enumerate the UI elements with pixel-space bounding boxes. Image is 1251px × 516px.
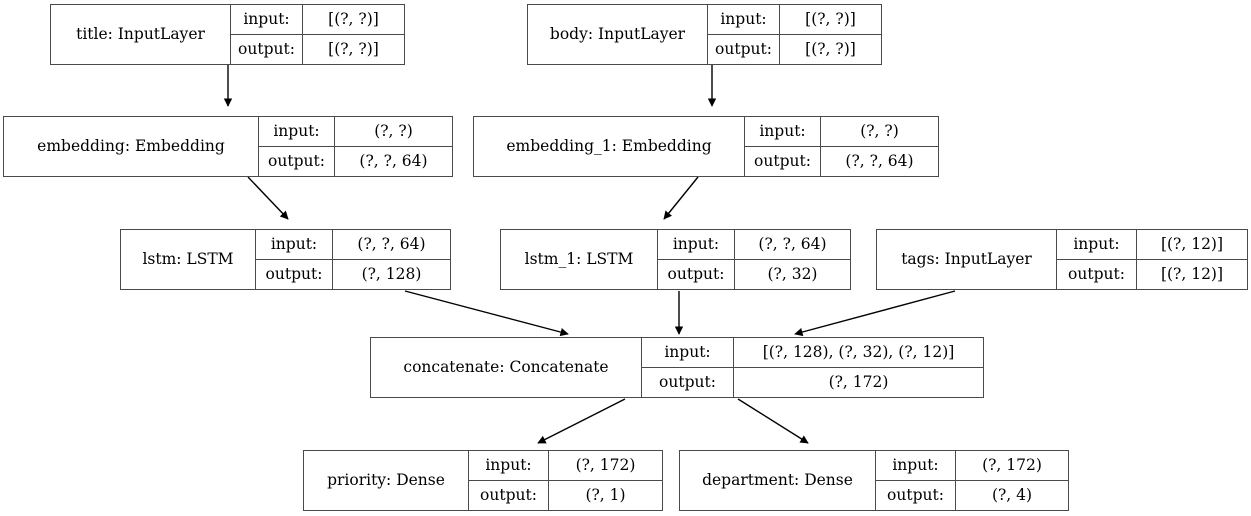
- output-label: output:: [259, 146, 335, 176]
- edge-lstm-to-concatenate: [404, 290, 569, 337]
- node-body[interactable]: body: InputLayer input: [(?, ?)] output:…: [527, 4, 882, 65]
- output-label: output:: [469, 480, 549, 510]
- input-label: input:: [745, 117, 821, 146]
- node-lstm-input-row: input: (?, ?, 64): [256, 230, 450, 260]
- node-lstm-output-row: output: (?, 128): [256, 259, 450, 289]
- input-label: input:: [1057, 230, 1137, 259]
- node-embedding-1-label: embedding_1: Embedding: [474, 117, 745, 176]
- edge-concatenate-to-department: [737, 398, 809, 444]
- node-lstm-input-shape: (?, ?, 64): [357, 234, 426, 253]
- node-priority[interactable]: priority: Dense input: (?, 172) output: …: [303, 450, 663, 511]
- output-label: output:: [876, 480, 956, 510]
- node-title-input-row: input: [(?, ?)]: [231, 5, 404, 35]
- node-department-input-row: input: (?, 172): [876, 451, 1068, 481]
- output-label: output:: [708, 34, 780, 64]
- output-label: output:: [642, 367, 734, 397]
- edge-embedding-to-lstm: [247, 176, 289, 220]
- node-embedding-output-shape: (?, ?, 64): [359, 151, 428, 170]
- node-lstm-output-shape: (?, 128): [361, 264, 422, 283]
- edge-tags-to-concatenate: [794, 290, 956, 337]
- node-body-io: input: [(?, ?)] output: [(?, ?)]: [708, 5, 881, 64]
- output-label: output:: [256, 259, 333, 289]
- node-tags-output-shape: [(?, 12)]: [1160, 264, 1224, 283]
- node-embedding[interactable]: embedding: Embedding input: (?, ?) outpu…: [3, 116, 453, 177]
- node-tags-label: tags: InputLayer: [877, 230, 1057, 289]
- node-title-output-row: output: [(?, ?)]: [231, 34, 404, 64]
- node-title[interactable]: title: InputLayer input: [(?, ?)] output…: [50, 4, 405, 65]
- node-department-input-shape: (?, 172): [982, 455, 1042, 474]
- node-department[interactable]: department: Dense input: (?, 172) output…: [679, 450, 1069, 511]
- node-lstm-1-io: input: (?, ?, 64) output: (?, 32): [658, 230, 850, 289]
- node-embedding-1[interactable]: embedding_1: Embedding input: (?, ?) out…: [473, 116, 939, 177]
- input-label: input:: [469, 451, 549, 480]
- node-department-output-shape: (?, 4): [991, 485, 1033, 504]
- edge-concatenate-to-priority: [537, 398, 626, 444]
- node-embedding-1-input-shape: (?, ?): [860, 121, 899, 140]
- node-lstm-1-input-row: input: (?, ?, 64): [658, 230, 850, 260]
- node-lstm-1-label: lstm_1: LSTM: [501, 230, 658, 289]
- node-body-label: body: InputLayer: [528, 5, 708, 64]
- node-body-input-shape: [(?, ?)]: [805, 9, 856, 28]
- node-body-input-row: input: [(?, ?)]: [708, 5, 881, 35]
- node-lstm-1-output-row: output: (?, 32): [658, 259, 850, 289]
- node-priority-output-row: output: (?, 1): [469, 480, 662, 510]
- input-label: input:: [876, 451, 956, 480]
- node-lstm[interactable]: lstm: LSTM input: (?, ?, 64) output: (?,…: [120, 229, 451, 290]
- node-concatenate-label: concatenate: Concatenate: [371, 338, 642, 397]
- node-concatenate-output-row: output: (?, 172): [642, 367, 983, 397]
- node-priority-input-row: input: (?, 172): [469, 451, 662, 481]
- input-label: input:: [259, 117, 335, 146]
- node-lstm-io: input: (?, ?, 64) output: (?, 128): [256, 230, 450, 289]
- node-concatenate-io: input: [(?, 128), (?, 32), (?, 12)] outp…: [642, 338, 983, 397]
- node-body-output-row: output: [(?, ?)]: [708, 34, 881, 64]
- node-title-io: input: [(?, ?)] output: [(?, ?)]: [231, 5, 404, 64]
- input-label: input:: [231, 5, 303, 34]
- node-lstm-1-output-shape: (?, 32): [767, 264, 818, 283]
- output-label: output:: [231, 34, 303, 64]
- output-label: output:: [658, 259, 735, 289]
- node-embedding-1-output-row: output: (?, ?, 64): [745, 146, 938, 176]
- node-embedding-io: input: (?, ?) output: (?, ?, 64): [259, 117, 452, 176]
- node-title-input-shape: [(?, ?)]: [328, 9, 379, 28]
- node-embedding-input-row: input: (?, ?): [259, 117, 452, 147]
- node-department-output-row: output: (?, 4): [876, 480, 1068, 510]
- node-priority-output-shape: (?, 1): [585, 485, 626, 504]
- node-embedding-1-output-shape: (?, ?, 64): [845, 151, 914, 170]
- node-embedding-1-input-row: input: (?, ?): [745, 117, 938, 147]
- node-tags-output-row: output: [(?, 12)]: [1057, 259, 1247, 289]
- node-lstm-label: lstm: LSTM: [121, 230, 256, 289]
- node-priority-io: input: (?, 172) output: (?, 1): [469, 451, 662, 510]
- input-label: input:: [708, 5, 780, 34]
- node-embedding-output-row: output: (?, ?, 64): [259, 146, 452, 176]
- node-concatenate[interactable]: concatenate: Concatenate input: [(?, 128…: [370, 337, 984, 398]
- node-tags-io: input: [(?, 12)] output: [(?, 12)]: [1057, 230, 1247, 289]
- node-department-label: department: Dense: [680, 451, 876, 510]
- node-tags[interactable]: tags: InputLayer input: [(?, 12)] output…: [876, 229, 1248, 290]
- node-embedding-1-io: input: (?, ?) output: (?, ?, 64): [745, 117, 938, 176]
- input-label: input:: [256, 230, 333, 259]
- node-tags-input-shape: [(?, 12)]: [1160, 234, 1224, 253]
- node-tags-input-row: input: [(?, 12)]: [1057, 230, 1247, 260]
- output-label: output:: [1057, 259, 1137, 289]
- node-lstm-1[interactable]: lstm_1: LSTM input: (?, ?, 64) output: (…: [500, 229, 851, 290]
- node-concatenate-input-row: input: [(?, 128), (?, 32), (?, 12)]: [642, 338, 983, 368]
- output-label: output:: [745, 146, 821, 176]
- node-concatenate-output-shape: (?, 172): [828, 372, 889, 391]
- node-concatenate-input-shape: [(?, 128), (?, 32), (?, 12)]: [762, 342, 955, 361]
- node-body-output-shape: [(?, ?)]: [805, 39, 856, 58]
- input-label: input:: [658, 230, 735, 259]
- node-priority-label: priority: Dense: [304, 451, 469, 510]
- node-title-label: title: InputLayer: [51, 5, 231, 64]
- edge-embedding-1-to-lstm-1: [663, 176, 699, 220]
- input-label: input:: [642, 338, 734, 367]
- node-embedding-label: embedding: Embedding: [4, 117, 259, 176]
- node-embedding-input-shape: (?, ?): [374, 121, 413, 140]
- node-title-output-shape: [(?, ?)]: [328, 39, 379, 58]
- node-lstm-1-input-shape: (?, ?, 64): [758, 234, 827, 253]
- node-department-io: input: (?, 172) output: (?, 4): [876, 451, 1068, 510]
- node-priority-input-shape: (?, 172): [575, 455, 636, 474]
